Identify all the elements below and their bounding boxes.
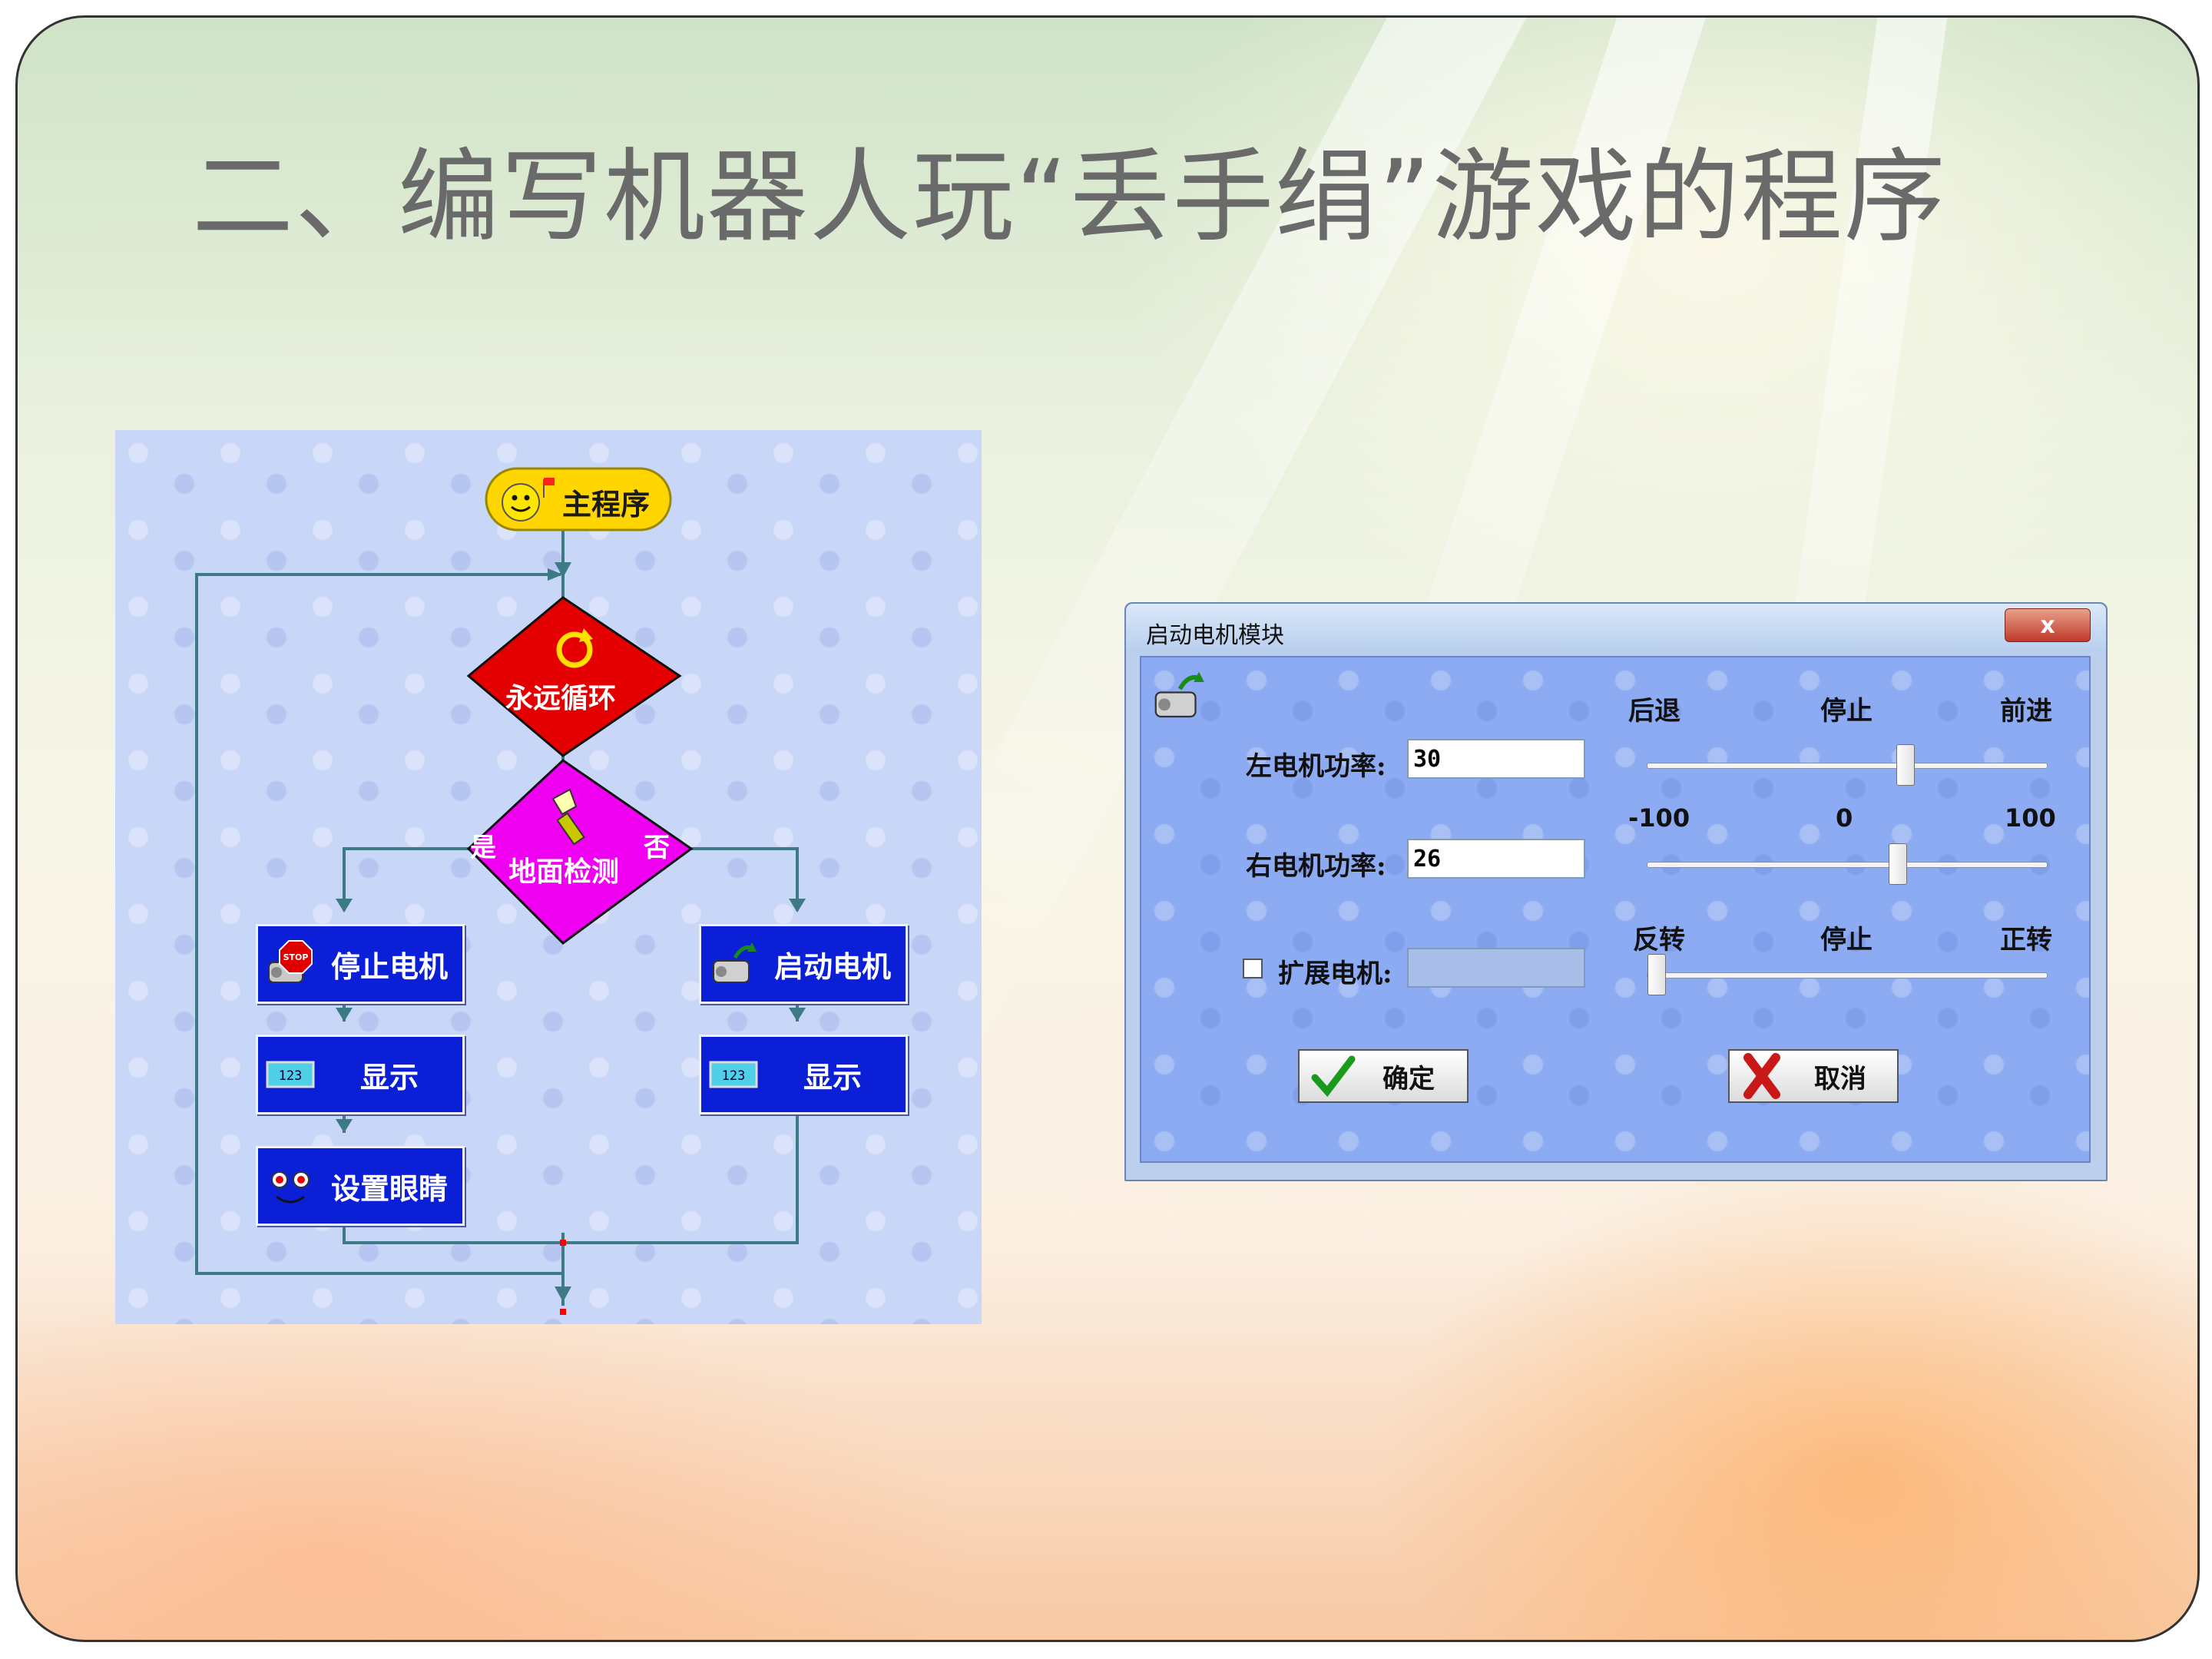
dialog-body: 后退 停止 前进 左电机功率: -100 0 100 右电机功率: 反转 停止 … — [1140, 656, 2091, 1163]
flowchart-panel: 主程序 永远循环 地面检测 是 否 STOP 停止电机 123 显示 — [115, 430, 982, 1324]
left-motor-input[interactable] — [1407, 739, 1585, 779]
display-icon-text: 123 — [722, 1068, 746, 1084]
stop-icon-text: STOP — [283, 952, 309, 962]
scale-stop-label: 停止 — [1820, 696, 1873, 727]
branch-yes-label: 是 — [470, 833, 496, 863]
left-motor-label: 左电机功率: — [1246, 751, 1386, 782]
start-motor-icon — [707, 938, 760, 990]
ok-label: 确定 — [1382, 1063, 1435, 1094]
right-motor-input[interactable] — [1407, 839, 1585, 879]
close-icon: x — [2040, 611, 2055, 639]
left-motor-slider[interactable] — [1647, 744, 2048, 786]
display-icon: 123 — [707, 1048, 760, 1101]
loop-diamond — [466, 596, 682, 757]
scale-reverse-label: 反转 — [1633, 925, 1685, 955]
ok-button[interactable]: 确定 — [1298, 1049, 1469, 1103]
start-motor-label: 启动电机 — [773, 949, 891, 984]
stop-motor-label: 停止电机 — [330, 949, 448, 984]
scale-ext-stop-label: 停止 — [1820, 925, 1873, 955]
cancel-button[interactable]: 取消 — [1728, 1049, 1899, 1103]
display-label-right: 显示 — [803, 1060, 862, 1094]
scale-forward-label: 前进 — [2000, 696, 2052, 727]
dialog-title: 启动电机模块 — [1146, 622, 1284, 649]
branch-no-label: 否 — [644, 833, 670, 863]
scale-positive-label: 正转 — [2000, 925, 2052, 955]
close-button[interactable]: x — [2005, 608, 2091, 642]
left-motor-slider-thumb[interactable] — [1896, 744, 1915, 786]
display-icon: 123 — [264, 1048, 316, 1101]
start-motor-dialog: 启动电机模块 x 后退 停止 前进 左电机功率: -100 0 100 右电机功… — [1124, 602, 2108, 1181]
set-eyes-label: 设置眼睛 — [330, 1171, 448, 1206]
stop-motor-block[interactable]: STOP 停止电机 — [256, 924, 465, 1004]
ext-motor-slider-thumb[interactable] — [1647, 954, 1666, 995]
start-motor-block[interactable]: 启动电机 — [699, 924, 908, 1004]
right-motor-slider[interactable] — [1647, 843, 2048, 885]
eyes-icon — [264, 1160, 316, 1212]
stop-motor-icon: STOP — [264, 938, 316, 990]
display-block-right[interactable]: 123 显示 — [699, 1035, 908, 1114]
motor-icon — [1151, 668, 1206, 727]
cancel-x-icon — [1743, 1053, 1780, 1099]
display-label-left: 显示 — [359, 1060, 419, 1094]
check-icon — [1311, 1055, 1356, 1098]
ext-motor-input[interactable] — [1407, 948, 1585, 988]
display-icon-text: 123 — [279, 1068, 303, 1084]
ext-motor-label: 扩展电机: — [1278, 959, 1392, 989]
slide-title: 二、编写机器人玩“丢手绢”游戏的程序 — [192, 138, 1947, 257]
scale-min-label: -100 — [1628, 803, 1690, 833]
yes-branch-line — [343, 847, 469, 911]
scale-max-label: 100 — [2005, 803, 2056, 833]
right-motor-slider-thumb[interactable] — [1888, 843, 1907, 885]
detect-diamond — [466, 759, 694, 945]
display-block-left[interactable]: 123 显示 — [256, 1035, 465, 1114]
loop-label: 永远循环 — [505, 683, 617, 714]
dialog-titlebar: 启动电机模块 x — [1126, 604, 2106, 651]
ext-motor-slider[interactable] — [1647, 954, 2048, 995]
scale-backward-label: 后退 — [1628, 696, 1681, 727]
detect-label: 地面检测 — [508, 856, 620, 888]
set-eyes-block[interactable]: 设置眼睛 — [256, 1146, 465, 1226]
no-branch-line — [657, 847, 799, 911]
ext-motor-checkbox[interactable] — [1243, 959, 1263, 979]
start-label: 主程序 — [562, 488, 651, 522]
scale-zero-label: 0 — [1836, 803, 1853, 833]
right-motor-label: 右电机功率: — [1246, 851, 1386, 882]
cancel-label: 取消 — [1814, 1063, 1866, 1094]
